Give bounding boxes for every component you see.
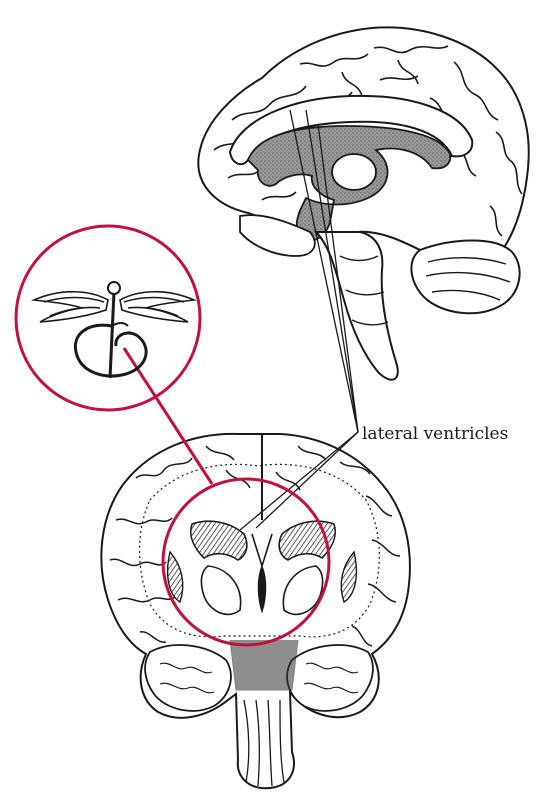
thalamus [332,154,376,190]
coronal-outline [101,434,410,788]
sagittal-brain [198,27,528,379]
caduceus-icon [34,282,194,378]
cerebellum [411,241,519,314]
coronal-brain [101,434,410,788]
lateral-ventricles-label: lateral ventricles [362,424,508,444]
brain-stem [316,232,398,380]
